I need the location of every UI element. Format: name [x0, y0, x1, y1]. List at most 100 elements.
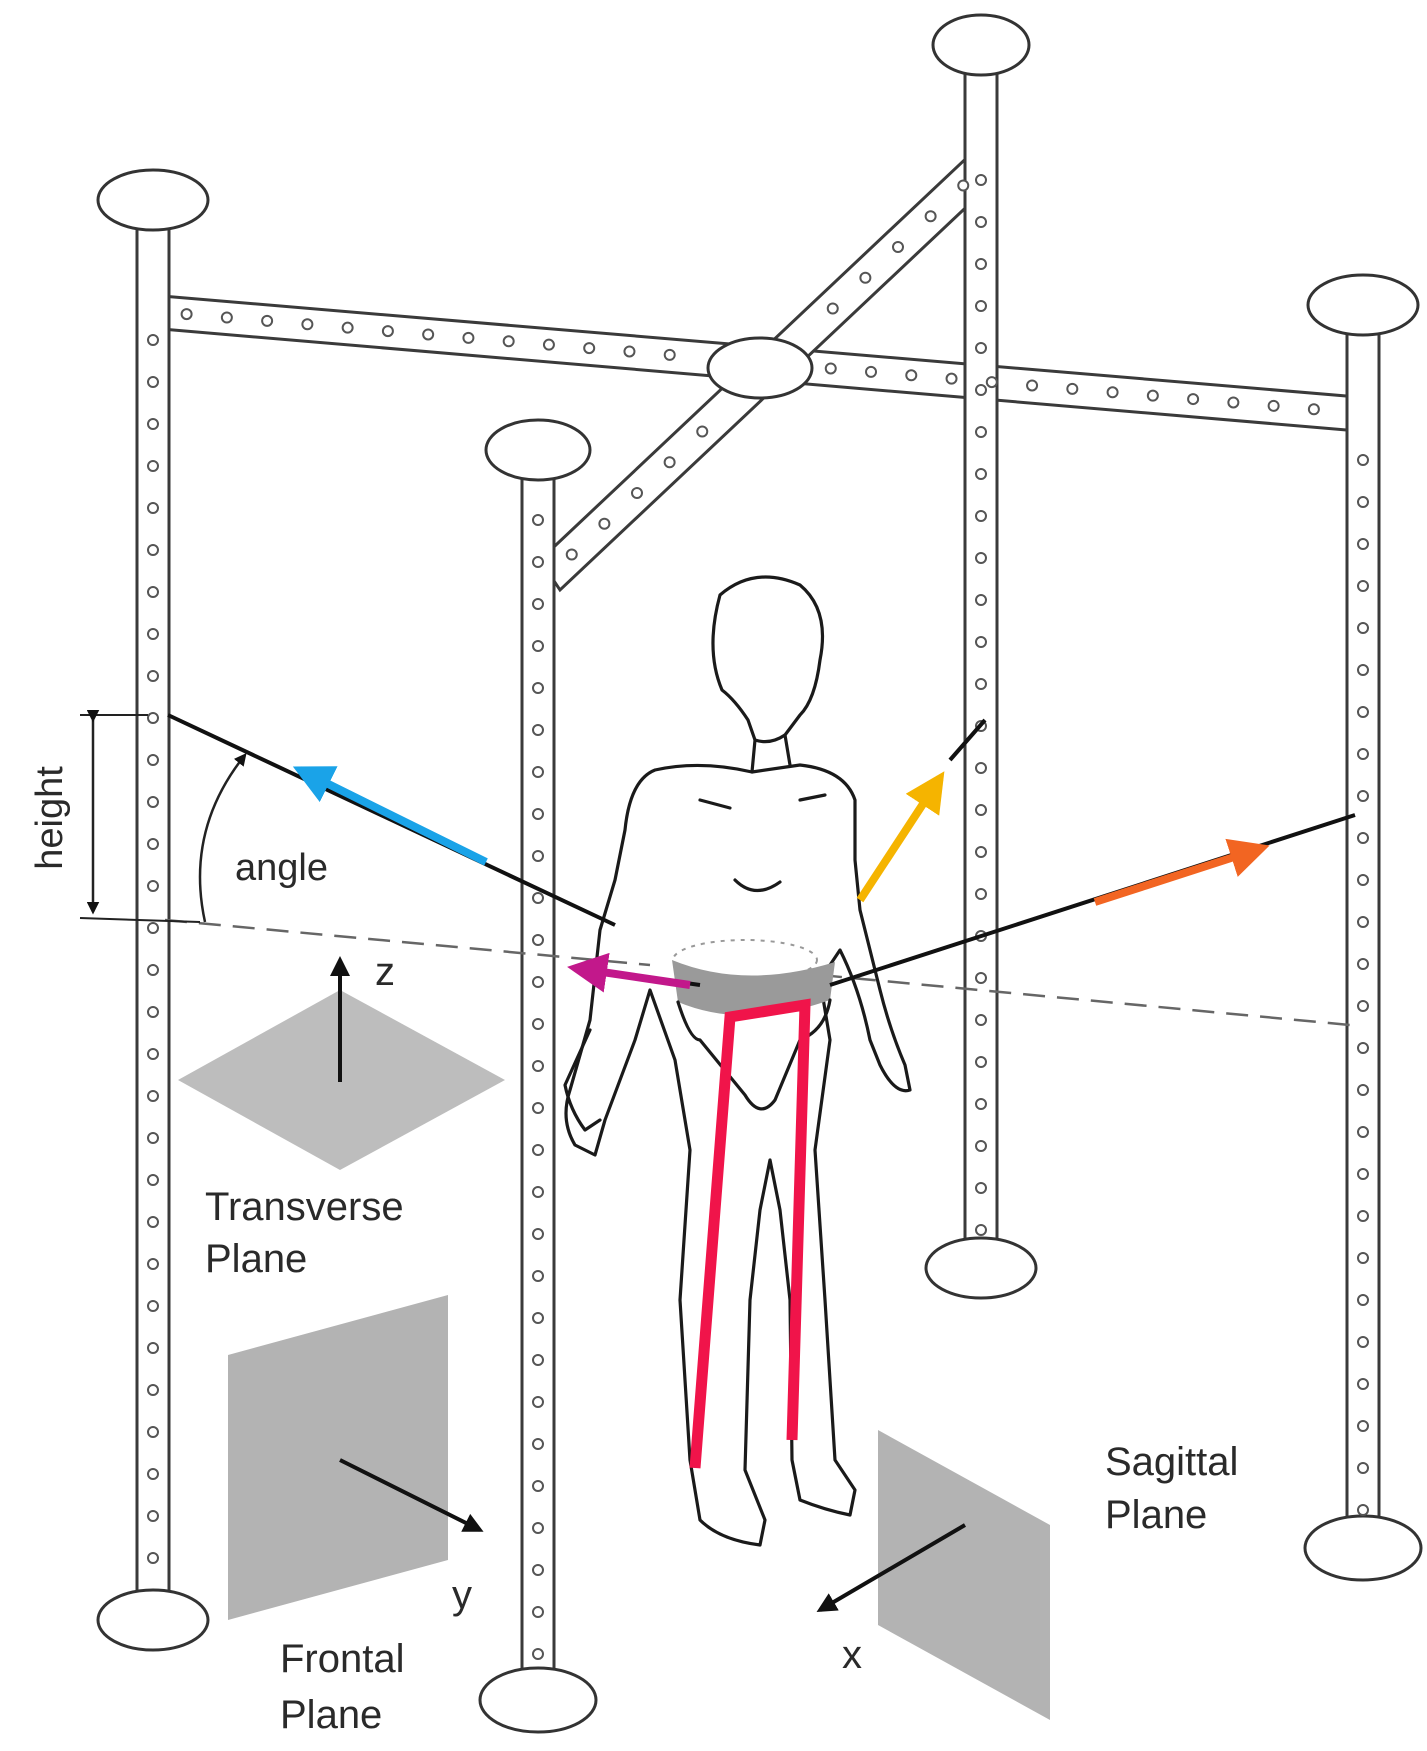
pole-hole [663, 456, 676, 469]
pole-hole [1357, 916, 1369, 928]
pole-hole [147, 1552, 159, 1564]
pole-hole [924, 210, 937, 223]
pole-hole [905, 369, 918, 382]
pole-hole [462, 331, 475, 344]
pole-hole [975, 216, 987, 228]
pole-hole [341, 321, 354, 334]
pole-hole [532, 1564, 544, 1576]
pole-hole [1357, 580, 1369, 592]
force-arrow-blue [292, 766, 488, 866]
pole-front-center [478, 418, 598, 1734]
pole-hole [147, 712, 159, 724]
pole-hole [532, 1102, 544, 1114]
pole-hole [975, 258, 987, 270]
pole-hole [532, 1270, 544, 1282]
pole-hole [975, 972, 987, 984]
pole-hole [1357, 622, 1369, 634]
pole-hole [147, 586, 159, 598]
pole-hole [381, 325, 394, 338]
pole-hole [147, 628, 159, 640]
pole-hole [1357, 1420, 1369, 1432]
pole-hole [1357, 454, 1369, 466]
pole-hole [147, 964, 159, 976]
pole-hole [892, 241, 904, 253]
pole-hole [975, 1098, 987, 1110]
height-label: height [29, 766, 71, 870]
pole-hole [1066, 382, 1079, 395]
pole-hole [532, 1228, 544, 1240]
figure-head [711, 575, 824, 744]
z-axis-label: z [375, 950, 395, 994]
pole-hole [261, 314, 274, 327]
pole-hole [1357, 1084, 1369, 1096]
pole-hole [147, 502, 159, 514]
pole-hole [532, 640, 544, 652]
pole-hole [301, 318, 314, 331]
pole-hole [147, 1468, 159, 1480]
pole-hole [1357, 832, 1369, 844]
x-axis-arrow [816, 1523, 967, 1613]
pole-hole [975, 762, 987, 774]
pole-hole [1357, 1252, 1369, 1264]
pole-hole [147, 1006, 159, 1018]
pole-hole [1357, 1210, 1369, 1222]
pole-hole [1357, 1168, 1369, 1180]
pole-hole [865, 365, 878, 378]
pole-hole [1146, 389, 1159, 402]
pole-hole [1357, 706, 1369, 718]
pole-hole [147, 460, 159, 472]
pole-hole [147, 376, 159, 388]
pole-hole [975, 888, 987, 900]
pole-hole [985, 376, 998, 389]
pole-hole [532, 1354, 544, 1366]
pole-hole [180, 308, 193, 321]
pole-hole [532, 1438, 544, 1450]
pole-hole [975, 510, 987, 522]
pole-hole [696, 425, 709, 438]
reference-lines [164, 918, 1351, 1027]
pole-hole [583, 342, 596, 355]
pole-hole [147, 796, 159, 808]
pole-hole [1357, 664, 1369, 676]
pole-hole [532, 1060, 544, 1072]
y-axis-label: y [452, 1573, 472, 1617]
frame-beams [148, 147, 1372, 593]
pole-hole [1357, 958, 1369, 970]
pole-hole [975, 1056, 987, 1068]
pole-hole [565, 548, 578, 561]
pole-hole [147, 754, 159, 766]
pole-hole [147, 1216, 159, 1228]
figure-left-hand [563, 1028, 602, 1132]
pole-hole [1357, 748, 1369, 760]
pole-hole [824, 362, 837, 375]
pole-hole [532, 1018, 544, 1030]
axis-arrows [330, 956, 967, 1613]
pole-hole [975, 300, 987, 312]
pole-hole [147, 1510, 159, 1522]
frame-poles [96, 13, 1423, 1734]
frontal-plane [228, 1295, 448, 1620]
pole-hole [1187, 393, 1200, 406]
pole-hole [532, 892, 544, 904]
pole-hole [532, 1144, 544, 1156]
frontal-plane-label-line2: Plane [280, 1693, 382, 1737]
pole-hole [975, 426, 987, 438]
pole-hole [147, 1384, 159, 1396]
pole-hole [502, 335, 515, 348]
pole-hole [1026, 379, 1039, 392]
pole-hole [1357, 874, 1369, 886]
pole-hole [532, 976, 544, 988]
pole-hole [147, 1090, 159, 1102]
pole-hole [147, 334, 159, 346]
pole-hole [147, 418, 159, 430]
pole-hole [532, 556, 544, 568]
pole-hole [1357, 1294, 1369, 1306]
figure-torso [564, 763, 912, 1547]
pole-back-left [96, 168, 210, 1652]
pole-hole [975, 552, 987, 564]
pole-hole [147, 922, 159, 934]
pole-hole [975, 594, 987, 606]
angle-arc [198, 753, 247, 923]
pole-hole [532, 1606, 544, 1618]
pole-hole [532, 808, 544, 820]
